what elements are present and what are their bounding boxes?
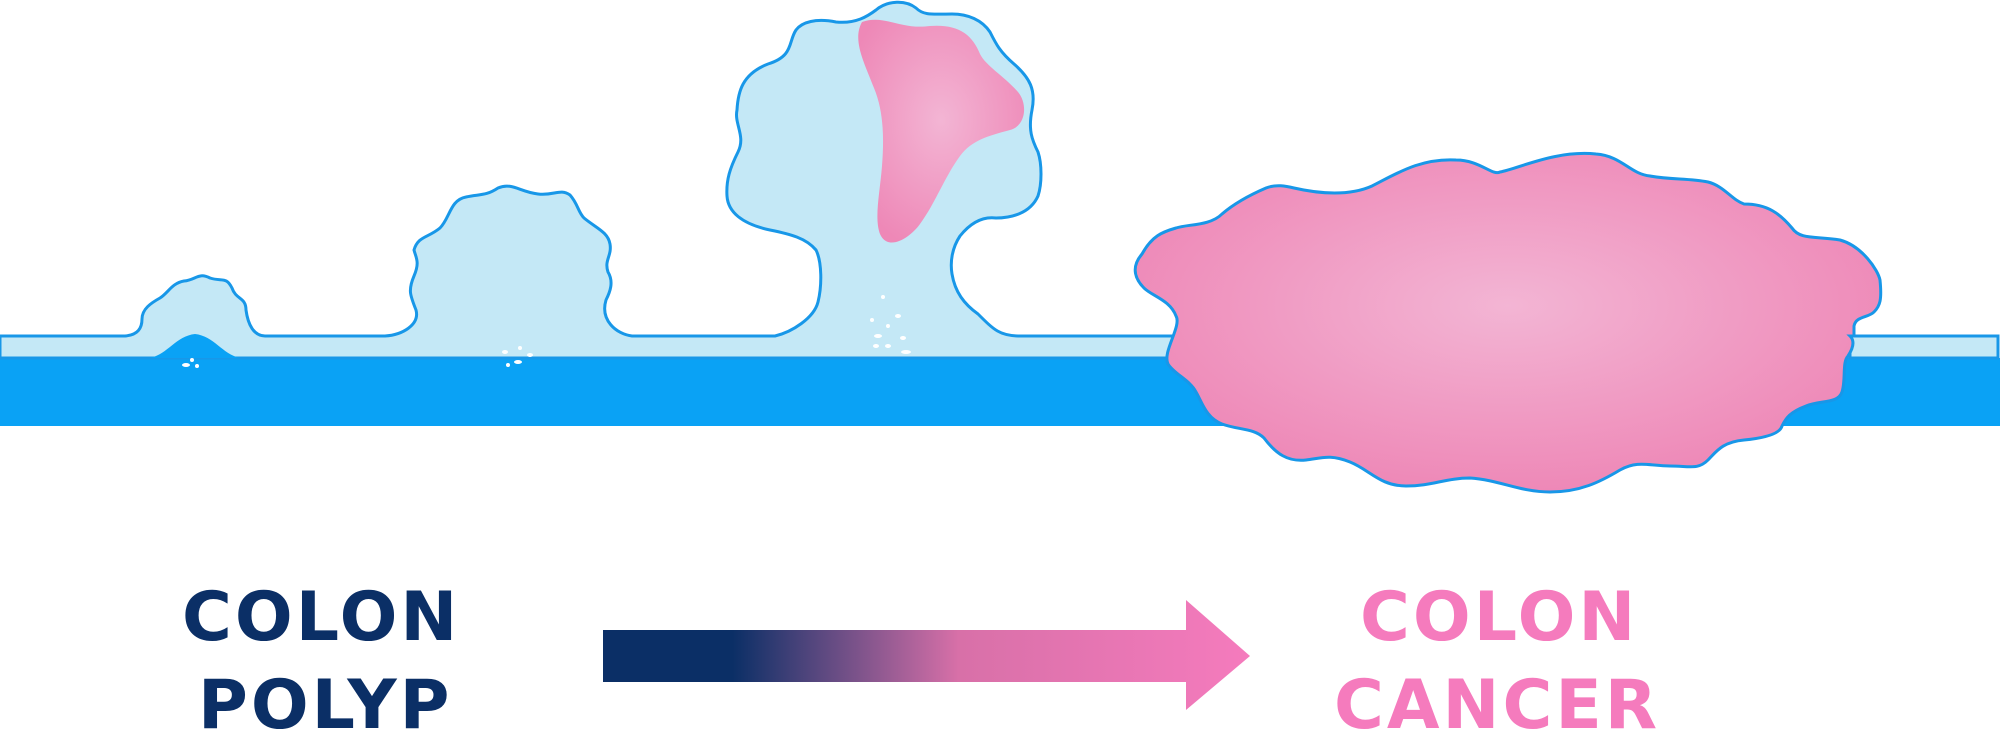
cancer-tumor <box>1135 153 1881 492</box>
cancer-label-line2: CANCER <box>1334 666 1660 732</box>
polyp-label-line2: POLYP <box>198 666 452 732</box>
epithelium-layer-right <box>1850 336 1998 358</box>
epithelium-layer <box>0 2 1175 358</box>
progression-arrow <box>603 600 1250 710</box>
polyp-label-line1: COLON <box>182 578 460 657</box>
cancer-label-line1: COLON <box>1360 578 1638 657</box>
